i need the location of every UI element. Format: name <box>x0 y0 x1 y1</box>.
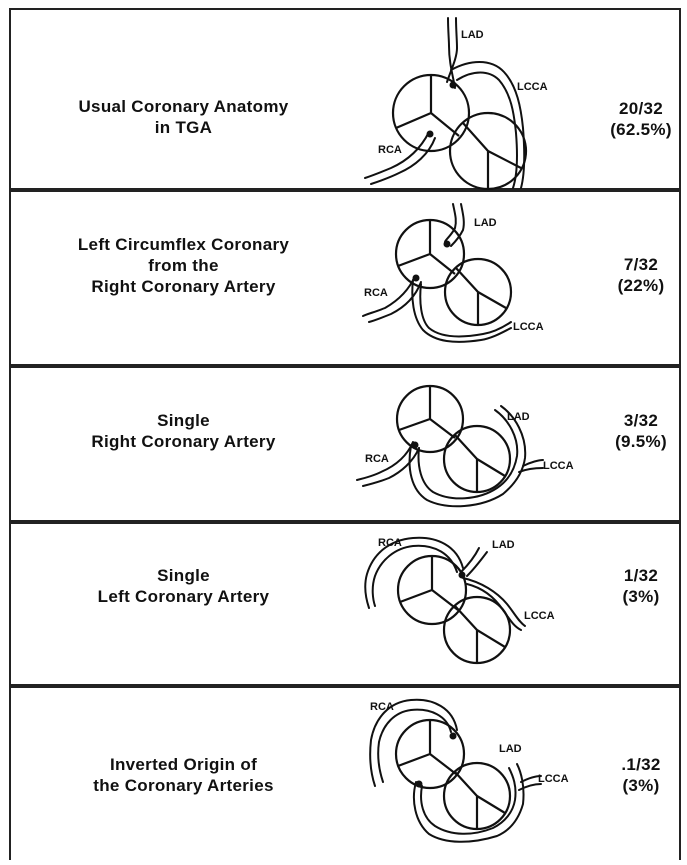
vessel-label: LCCA <box>543 460 574 472</box>
vessel-label: RCA <box>378 537 402 549</box>
vessel-label: RCA <box>378 144 402 156</box>
lcca-vessel <box>463 578 525 630</box>
aortic-valve <box>396 720 464 788</box>
aortic-valve <box>398 556 466 624</box>
rca-vessel <box>365 132 435 184</box>
row-panel-single-right: Single Right Coronary Artery 3/32 (9.5%)… <box>9 366 681 522</box>
lad-ostium <box>450 82 457 89</box>
rca-ostium <box>416 781 423 788</box>
vessel-label: LAD <box>474 217 497 229</box>
vessel-label: LCCA <box>524 610 555 622</box>
coronary-diagram-single-left: RCA LAD LCCA <box>11 522 683 686</box>
aortic-valve <box>393 75 469 151</box>
lad-lcca-vessel <box>414 764 524 842</box>
row-panel-circumflex: Left Circumflex Coronary from the Right … <box>9 190 681 366</box>
row-panel-single-left: Single Left Coronary Artery 1/32 (3%) RC… <box>9 522 681 686</box>
rca-ostium <box>427 131 434 138</box>
aortic-valve <box>397 386 463 452</box>
row-panel-usual: Usual Coronary Anatomy in TGA 20/32 (62.… <box>9 8 681 190</box>
coronary-diagram-usual: LAD LCCA RCA <box>11 8 683 190</box>
vessel-label: LCCA <box>513 321 544 333</box>
lad-vessel <box>447 18 457 88</box>
coronary-diagram-inverted: RCA LAD LCCA <box>11 686 683 860</box>
lcx-from-rca-vessel <box>412 280 511 342</box>
rca-ostium <box>413 275 420 282</box>
coronary-diagram-single-right: LAD RCA LCCA <box>11 366 683 522</box>
row-panel-inverted: Inverted Origin of the Coronary Arteries… <box>9 686 681 860</box>
pulmonary-valve <box>444 763 510 829</box>
pulmonary-valve <box>444 426 510 492</box>
vessel-label: LAD <box>492 539 515 551</box>
lad-ostium <box>444 241 451 248</box>
lad-ostium <box>450 733 457 740</box>
vessel-label: RCA <box>365 453 389 465</box>
left-coronary-ostium <box>459 572 466 579</box>
vessel-label: LAD <box>507 411 530 423</box>
rca-ostium <box>412 442 419 449</box>
coronary-diagram-circumflex: LAD RCA LCCA <box>11 190 683 366</box>
vessel-label: LCCA <box>538 773 569 785</box>
vessel-label: RCA <box>364 287 388 299</box>
lcca-branch <box>519 460 543 472</box>
pulmonary-valve <box>445 259 511 325</box>
vessel-label: LCCA <box>517 81 548 93</box>
vessel-label: LAD <box>461 29 484 41</box>
vessel-label: RCA <box>370 701 394 713</box>
lad-vessel <box>461 548 487 576</box>
vessel-label: LAD <box>499 743 522 755</box>
